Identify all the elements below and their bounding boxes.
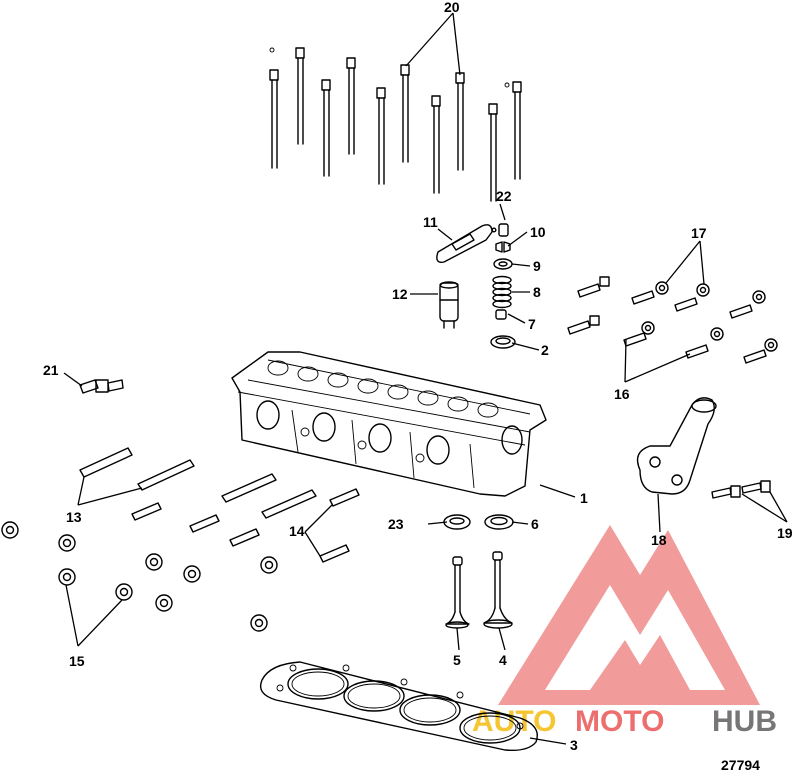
valve-seat-exhaust xyxy=(443,514,471,530)
callout-leaders xyxy=(63,12,788,745)
callout-10: 10 xyxy=(530,224,546,240)
callout-8: 8 xyxy=(533,284,541,300)
callout-18: 18 xyxy=(651,532,667,548)
callout-20: 20 xyxy=(444,0,460,15)
watermark-wordmark: AUTO MOTO HUB xyxy=(472,705,777,738)
temperature-sender xyxy=(79,379,124,394)
callout-2: 2 xyxy=(541,342,549,358)
callout-16: 16 xyxy=(614,386,630,402)
head-bolts xyxy=(269,47,522,202)
callout-12: 12 xyxy=(392,286,408,302)
callout-9: 9 xyxy=(533,258,541,274)
callout-7: 7 xyxy=(528,316,536,332)
callout-15: 15 xyxy=(69,653,85,669)
cylinder-head xyxy=(231,351,547,497)
callout-6: 6 xyxy=(531,516,539,532)
callout-22: 22 xyxy=(496,188,512,204)
callout-11: 11 xyxy=(423,214,438,230)
spring-retainer xyxy=(493,258,513,270)
valve-seat-intake xyxy=(484,514,514,530)
svg-text:HUB: HUB xyxy=(712,705,777,738)
intake-valve xyxy=(483,551,513,629)
housing-bolts xyxy=(711,480,771,499)
manifold-studs xyxy=(567,276,767,364)
callout-17: 17 xyxy=(691,225,707,241)
valve-spring xyxy=(492,275,512,309)
dowel-pins xyxy=(79,447,360,563)
watermark-logo xyxy=(498,525,760,705)
callout-23: 23 xyxy=(388,516,404,532)
spring-seat-washer xyxy=(490,335,516,349)
valve-stem-seal xyxy=(495,309,507,320)
rocker-arm xyxy=(436,224,497,263)
valve-keepers xyxy=(495,241,511,253)
callout-4: 4 xyxy=(499,652,507,668)
callout-21: 21 xyxy=(43,362,59,378)
lash-cap xyxy=(498,223,509,237)
callout-5: 5 xyxy=(453,652,461,668)
water-outlet-housing xyxy=(636,397,717,495)
hydraulic-lifter xyxy=(439,281,459,329)
callout-14: 14 xyxy=(289,523,305,539)
callout-labels: 1 2 3 4 5 6 7 8 9 10 11 12 13 14 15 16 1… xyxy=(43,0,793,753)
svg-text:MOTO: MOTO xyxy=(575,705,664,738)
callout-1: 1 xyxy=(580,490,588,506)
exhaust-valve xyxy=(445,556,470,629)
callout-19: 19 xyxy=(777,525,793,541)
figure-number: 27794 xyxy=(721,757,760,773)
head-gasket xyxy=(259,661,538,752)
callout-3: 3 xyxy=(570,737,578,753)
callout-13: 13 xyxy=(66,509,82,525)
manifold-stud-nuts xyxy=(641,281,778,352)
manifold-nuts xyxy=(1,521,278,632)
